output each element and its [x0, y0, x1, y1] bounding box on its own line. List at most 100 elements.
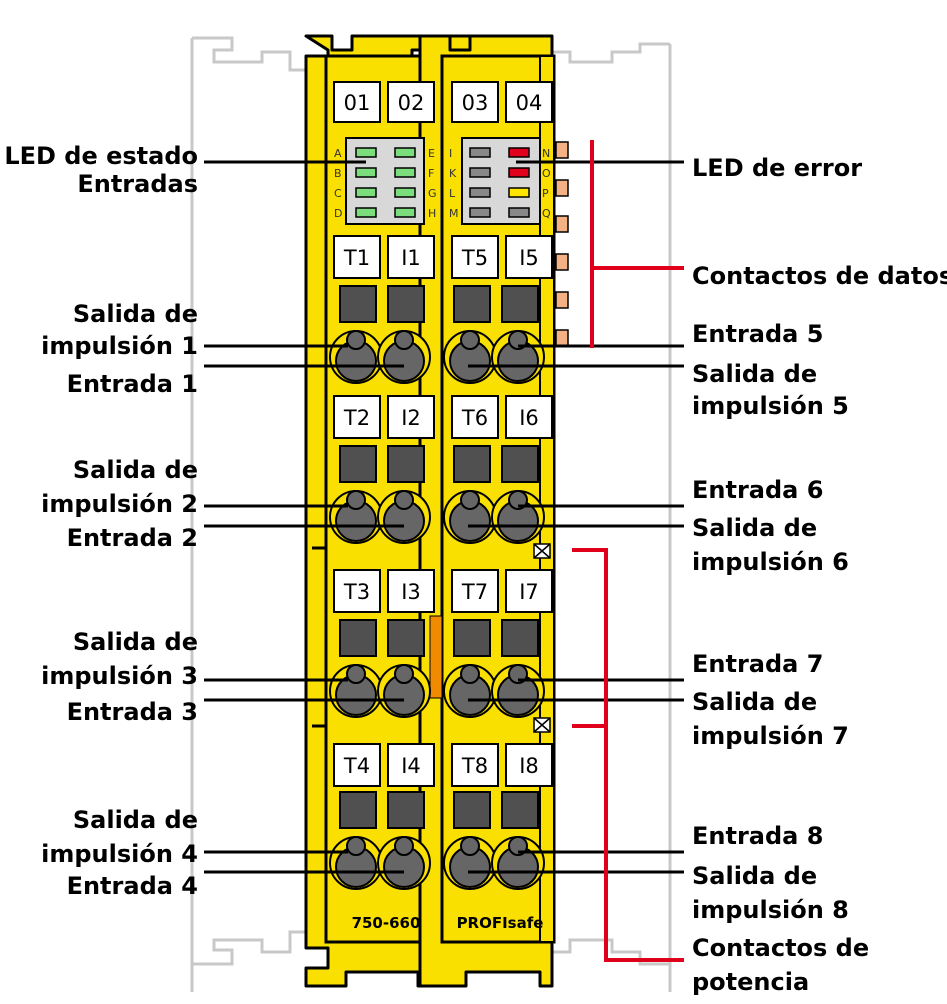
data-contact-pads [555, 141, 569, 347]
label-pulse-output-2-line1: Salida de [73, 456, 198, 484]
led-l [469, 187, 491, 198]
slot-label-i1: I1 [401, 246, 421, 270]
channel-box-02 [387, 81, 435, 123]
label-pulse-output-4-line1: Salida de [73, 806, 198, 834]
led-letter-f: F [428, 167, 434, 180]
right-labels: LED de error Contactos de datos Entrada … [692, 154, 947, 996]
led-m [469, 207, 491, 218]
slot-label-i7: I7 [519, 580, 539, 604]
channel-label-01: 01 [344, 91, 371, 115]
channel-box-04 [505, 81, 553, 123]
led-letter-m: M [449, 207, 459, 220]
power-contacts-bracket [572, 548, 684, 962]
label-pulse-output-8-line2: impulsión 8 [692, 896, 849, 924]
label-pulse-output-3-line2: impulsión 3 [41, 662, 198, 690]
led-letter-h: H [428, 207, 436, 220]
label-pulse-output-1-line1: Salida de [73, 300, 198, 328]
label-input-6: Entrada 6 [692, 476, 823, 504]
label-power-contacts-line1: Contactos de [692, 934, 869, 962]
channel-number-boxes: 01 02 03 04 [333, 81, 553, 123]
label-error-led: LED de error [692, 154, 862, 182]
label-pulse-output-4-line2: impulsión 4 [41, 840, 198, 868]
led-p [508, 187, 530, 198]
terminal-row-1: T1 I1 T5 I5 [329, 235, 553, 384]
led-letter-q: Q [542, 207, 551, 220]
led-q [508, 207, 530, 218]
led-letter-i: I [449, 147, 452, 160]
terminal-rows: T1 I1 T5 I5 T2 [329, 235, 553, 890]
label-status-led-line2: Entradas [77, 170, 198, 198]
led-a [355, 147, 377, 158]
label-power-contacts-line2: potencia [692, 968, 809, 996]
status-led-panel: A B C D E F G H [334, 137, 437, 225]
model-number: 750-660 [352, 914, 421, 932]
led-letter-k: K [449, 167, 457, 180]
led-b [355, 167, 377, 178]
slot-label-t3: T3 [343, 580, 370, 604]
slot-label-t1: T1 [343, 246, 370, 270]
led-letter-b: B [334, 167, 342, 180]
led-letter-p: P [542, 187, 549, 200]
left-labels: LED de estado Entradas Salida de impulsi… [4, 142, 198, 900]
label-input-5: Entrada 5 [692, 320, 823, 348]
label-input-4: Entrada 4 [67, 872, 198, 900]
terminal-row-3: T3 I3 T7 I7 [329, 569, 553, 718]
channel-box-03 [451, 81, 499, 123]
label-input-3: Entrada 3 [67, 698, 198, 726]
slot-label-t7: T7 [461, 580, 488, 604]
led-letter-o: O [542, 167, 551, 180]
slot-label-t8: T8 [461, 754, 488, 778]
slot-label-t6: T6 [461, 406, 488, 430]
led-g [394, 187, 416, 198]
label-pulse-output-5-line1: Salida de [692, 360, 817, 388]
label-pulse-output-2-line2: impulsión 2 [41, 490, 198, 518]
slot-label-i2: I2 [401, 406, 421, 430]
right-leader-lines [468, 160, 684, 874]
led-f [394, 167, 416, 178]
led-letter-c: C [334, 187, 342, 200]
channel-label-03: 03 [462, 91, 489, 115]
led-letter-e: E [428, 147, 435, 160]
led-n [508, 147, 530, 158]
orange-accent-bar [429, 615, 443, 699]
led-letter-d: D [334, 207, 342, 220]
slot-label-i6: I6 [519, 406, 539, 430]
label-pulse-output-6-line2: impulsión 6 [692, 548, 849, 576]
slot-label-i4: I4 [401, 754, 421, 778]
label-pulse-output-6-line1: Salida de [692, 514, 817, 542]
label-pulse-output-8-line1: Salida de [692, 862, 817, 890]
channel-label-02: 02 [398, 91, 425, 115]
label-input-1: Entrada 1 [67, 370, 198, 398]
left-leader-lines [204, 160, 404, 874]
label-pulse-output-7-line2: impulsión 7 [692, 722, 849, 750]
label-input-7: Entrada 7 [692, 650, 823, 678]
slot-label-i3: I3 [401, 580, 421, 604]
label-pulse-output-3-line1: Salida de [73, 628, 198, 656]
slot-label-t4: T4 [343, 754, 370, 778]
led-e [394, 147, 416, 158]
slot-label-i8: I8 [519, 754, 539, 778]
error-led-panel: I K L M N O P Q [449, 137, 551, 225]
label-pulse-output-5-line2: impulsión 5 [692, 392, 849, 420]
channel-box-01 [333, 81, 381, 123]
led-c [355, 187, 377, 198]
led-h [394, 207, 416, 218]
label-pulse-output-1-line2: impulsión 1 [41, 332, 198, 360]
slot-label-i5: I5 [519, 246, 539, 270]
led-letter-l: L [449, 187, 456, 200]
label-input-8: Entrada 8 [692, 822, 823, 850]
label-pulse-output-7-line1: Salida de [692, 688, 817, 716]
label-status-led-line1: LED de estado [4, 142, 198, 170]
terminal-row-4: T4 I4 T8 I8 [329, 743, 553, 890]
led-letter-n: N [542, 147, 550, 160]
channel-label-04: 04 [516, 91, 543, 115]
label-input-2: Entrada 2 [67, 524, 198, 552]
power-contact-markers [533, 543, 551, 733]
led-letter-g: G [428, 187, 437, 200]
led-o [508, 167, 530, 178]
protocol-name: PROFIsafe [457, 914, 544, 932]
terminal-row-2: T2 I2 T6 I6 [329, 395, 553, 544]
led-d [355, 207, 377, 218]
slot-label-t2: T2 [343, 406, 370, 430]
